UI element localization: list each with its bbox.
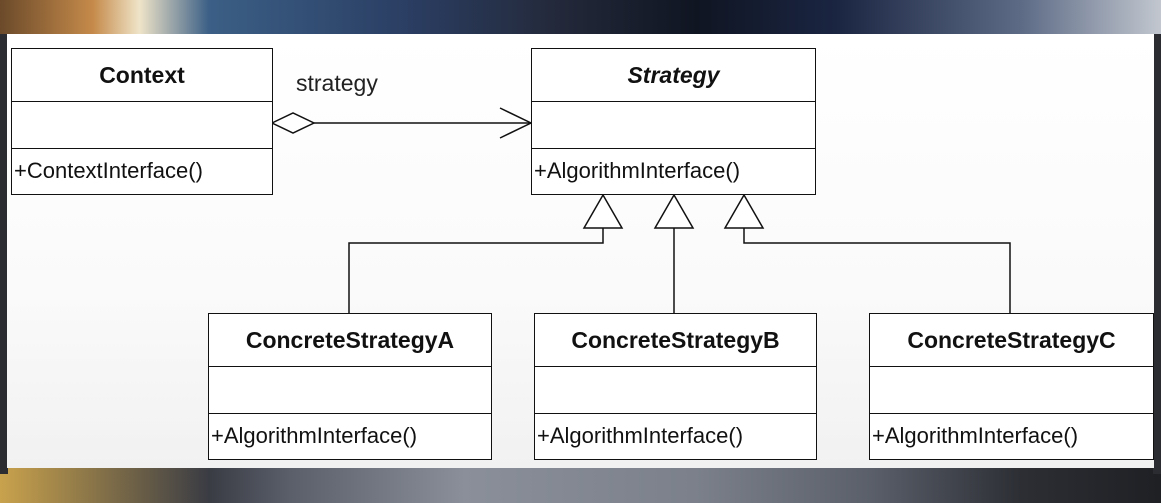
class-concrete-strategy-b: ConcreteStrategyB +AlgorithmInterface(): [534, 313, 817, 460]
background-video-top: [0, 0, 1161, 40]
class-concrete-strategy-c: ConcreteStrategyC +AlgorithmInterface(): [869, 313, 1154, 460]
inheritance-triangle-c: [723, 193, 765, 229]
class-concrete-strategy-c-operation: +AlgorithmInterface(): [872, 423, 1079, 448]
class-concrete-strategy-a-operation: +AlgorithmInterface(): [211, 423, 418, 448]
class-concrete-strategy-b-attributes: [535, 367, 816, 414]
background-video-bottom: [0, 466, 1161, 503]
class-context-operation: +ContextInterface(): [14, 158, 203, 183]
generalization-line-a: [348, 228, 604, 313]
aggregation-diamond: [270, 112, 316, 134]
class-context-name: Context: [12, 49, 272, 102]
class-concrete-strategy-b-name: ConcreteStrategyB: [535, 314, 816, 367]
class-concrete-strategy-a-name: ConcreteStrategyA: [209, 314, 491, 367]
class-strategy-name: Strategy: [532, 49, 815, 102]
background-video-left: [0, 34, 8, 474]
background-video-right: [1153, 34, 1161, 474]
generalization-line-c: [743, 228, 1011, 313]
class-context: Context +ContextInterface(): [11, 48, 273, 195]
class-concrete-strategy-c-attributes: [870, 367, 1153, 414]
class-concrete-strategy-c-name: ConcreteStrategyC: [870, 314, 1153, 367]
class-concrete-strategy-a-attributes: [209, 367, 491, 414]
inheritance-triangle-b: [653, 193, 695, 229]
association-label: strategy: [296, 70, 378, 96]
class-concrete-strategy-b-operation: +AlgorithmInterface(): [537, 423, 744, 448]
inheritance-triangle-a: [582, 193, 624, 229]
class-strategy-operation: +AlgorithmInterface(): [534, 158, 741, 183]
class-context-attributes: [12, 102, 272, 149]
class-concrete-strategy-a: ConcreteStrategyA +AlgorithmInterface(): [208, 313, 492, 460]
class-strategy: Strategy +AlgorithmInterface(): [531, 48, 816, 195]
class-strategy-attributes: [532, 102, 815, 149]
